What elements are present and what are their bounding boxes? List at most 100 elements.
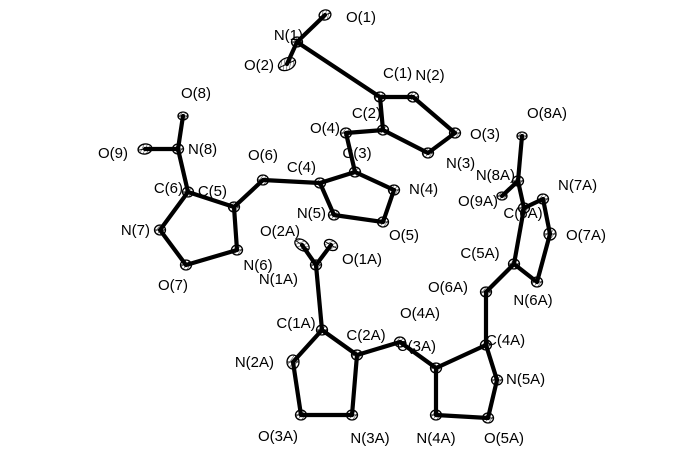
atom-label-o8: O(8) [181,85,211,102]
bond-c5-n6 [231,204,240,253]
atom-layer [137,9,557,424]
atom-label-o5: O(5) [389,227,419,244]
atom-label-o7: O(7) [158,277,188,294]
atom-label-o2: O(2) [244,57,274,74]
bond-c5-c6 [185,189,237,210]
atom-n2 [406,91,420,103]
atom-label-n2: N(2) [415,67,444,84]
atom-label-o8a: O(8A) [527,105,567,122]
atom-label-c5: C(5) [198,183,227,200]
atom-o3a [294,409,308,421]
bond-n1a-c1a [313,262,325,333]
bond-c3a-c4a [433,342,489,371]
atom-n5a [490,374,504,386]
atom-label-c3: C(3) [342,145,371,162]
atom-label-o9a: O(9A) [458,193,498,210]
atom-o8 [177,111,189,121]
atom-label-o4a: O(4A) [400,305,440,322]
atom-label-c1: C(1) [383,65,412,82]
bond-n4a-o5a [433,412,491,421]
atom-label-n4: N(4) [409,181,438,198]
bond-c1a-n2a [290,327,325,365]
atom-o5a [481,412,495,424]
atom-o2 [277,56,297,72]
atom-label-n4a: N(4A) [416,430,455,447]
bond-o1-n1 [294,12,328,45]
atom-label-o7a: O(7A) [566,227,606,244]
bond-c1a-c2a [319,327,360,358]
atom-n4a [429,409,443,421]
bond-o7-n7 [157,227,189,268]
atom-n6 [230,244,244,256]
atom-n1 [290,36,304,48]
atom-label-o6: O(6) [248,147,278,164]
atom-o9a [496,191,508,201]
atom-label-c2: C(2) [352,105,381,122]
bond-n3a-c2a [349,352,360,418]
atom-c4 [313,177,327,189]
ellipsoid-axis [278,59,296,69]
bond-c4-o6 [260,177,323,186]
atom-label-c6: C(6) [154,180,183,197]
atom-o7a [543,227,557,241]
bond-n2a-o3a [290,359,304,418]
atom-c6 [181,186,195,198]
atom-label-n6a: N(6A) [513,292,552,309]
atom-o6 [256,174,270,186]
bond-layer [142,12,553,421]
bond-n1-c1 [294,39,383,100]
atom-label-o4: O(4) [310,120,340,137]
atom-label-c3a: C(3A) [397,338,436,355]
atom-label-c2a: C(2A) [346,327,385,344]
atom-label-c4: C(4) [287,159,316,176]
atom-c1 [373,91,387,103]
atom-c5a [507,258,521,270]
atom-o4a [393,336,407,348]
atom-n5 [327,209,341,221]
atom-label-n5a: N(5A) [506,371,545,388]
atom-o3 [448,127,462,139]
atom-label-n8a: N(8A) [476,167,515,184]
atom-label-o5a: O(5A) [484,430,524,447]
atom-label-o3a: O(3A) [258,428,298,445]
atom-n7a [536,193,550,205]
bond-o6a-c5a [483,261,517,295]
ellipsoid-axis [295,240,309,250]
atom-label-c1a: C(1A) [276,315,315,332]
atom-c2 [376,124,390,136]
atom-o2a [294,238,310,252]
atom-label-o1a: O(1A) [342,251,382,268]
bond-n6a-o7a [534,231,553,285]
atom-c3 [348,166,362,178]
bond-o4a-c3a [397,339,439,371]
atom-label-o1: O(1) [346,9,376,26]
label-layer: O(1)N(1)O(2)C(1)N(2)C(2)O(3)N(3)O(4)C(3)… [98,9,606,447]
atom-label-n1a: N(1A) [259,271,298,288]
atom-o5 [376,216,390,228]
atom-label-c5a: C(5A) [460,245,499,262]
atom-n3a [345,409,359,421]
atom-c1a [315,324,329,336]
atom-n8 [171,143,185,155]
atom-label-n7: N(7) [121,222,150,239]
bond-n8a-o8a [515,133,525,184]
bond-o5a-n5a [485,377,500,421]
atom-label-n1: N(1) [274,27,303,44]
atom-n2a [286,354,300,370]
atom-label-o9: O(9) [98,145,128,162]
atom-o9 [137,143,153,155]
atom-o1 [318,9,332,21]
bond-c6-n8 [175,146,191,195]
bond-n7-c6 [157,189,191,233]
atom-c6a [517,202,531,214]
bond-o5-n5 [331,212,386,225]
atom-label-c4a: C(4A) [486,332,525,349]
ellipsoid-axis [138,147,152,151]
atom-n8a [511,175,525,187]
atom-label-n3a: N(3A) [350,430,389,447]
atom-o7 [179,259,193,271]
atom-n4 [387,184,401,196]
atom-o8a [516,131,528,141]
atom-c4a [479,339,493,351]
